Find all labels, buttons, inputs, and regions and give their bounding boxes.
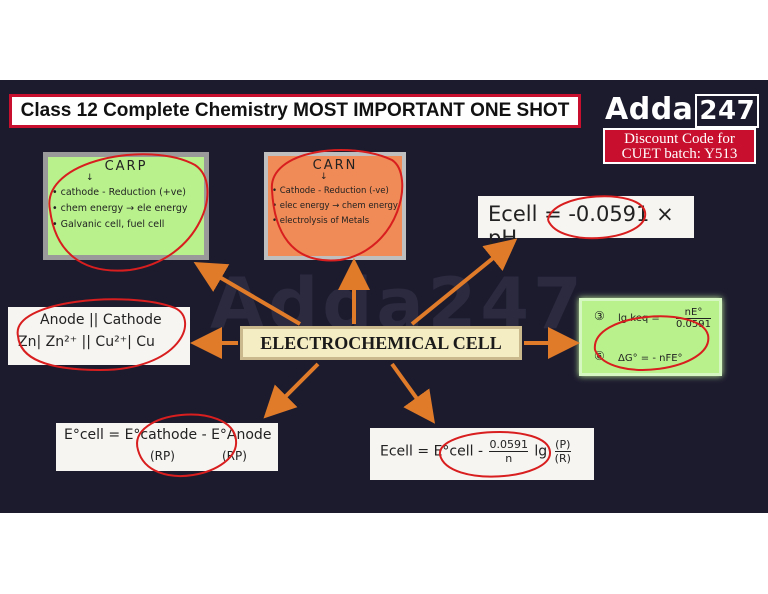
logo-prefix: Adda	[605, 92, 694, 127]
arrow-to-ecell-ph	[410, 238, 518, 326]
nernst-pr-fraction: (P) (R)	[554, 438, 571, 465]
rp-label-1: (RP)	[150, 449, 175, 463]
discount-line-2: CUET batch: Y513	[621, 146, 738, 162]
circle-keq	[593, 315, 710, 371]
gibbs-formula: ΔG° = - nFE°	[618, 353, 683, 364]
anode-cathode-line-1: Anode || Cathode	[40, 312, 162, 328]
carn-arrow: ↓	[320, 172, 328, 182]
anode-cathode-card: Anode || Cathode Zn| Zn²⁺ || Cu²⁺| Cu	[8, 307, 190, 365]
arrow-to-carp	[193, 261, 302, 326]
nernst-card: Ecell = E°cell - 0.0591 n lg (P) (R)	[370, 428, 594, 480]
circle-nernst	[438, 431, 552, 478]
carn-card: CARN ↓ • Cathode - Reduction (-ve) • ele…	[264, 152, 406, 260]
nernst-denominator: n	[505, 452, 513, 465]
nernst-numerator: 0.0591	[489, 438, 528, 452]
nernst-lg: lg	[534, 443, 548, 460]
slide: Adda247 Class 12 Complete Chemistry MOST…	[0, 80, 768, 513]
discount-badge: Discount Code for CUET batch: Y513	[603, 128, 756, 164]
carp-bullet-1: • cathode - Reduction (+ve)	[52, 187, 186, 198]
carn-bullet-3: • electrolysis of Metals	[272, 216, 370, 226]
keq-numerator: nE°	[676, 307, 711, 319]
carn-bullet-1: • Cathode - Reduction (-ve)	[272, 186, 389, 196]
center-topic-text: ELECTROCHEMICAL CELL	[260, 332, 502, 353]
keq-number-1: ③	[594, 309, 605, 323]
logo-suffix: 247	[695, 94, 760, 128]
ecell-standard-card: E°cell = E°cathode - E°Anode (RP) (RP)	[56, 423, 278, 471]
carp-bullet-2: • chem energy → ele energy	[52, 203, 188, 214]
keq-denominator: 0.0591	[676, 319, 711, 330]
nernst-fraction: 0.0591 n	[489, 438, 528, 465]
discount-line-1: Discount Code for	[624, 131, 735, 147]
ecell-standard-formula: E°cell = E°cathode - E°Anode	[64, 427, 272, 443]
arrow-to-nernst	[390, 362, 436, 424]
anode-cathode-line-2: Zn| Zn²⁺ || Cu²⁺| Cu	[18, 334, 155, 350]
nernst-lhs: Ecell = E°cell -	[380, 443, 484, 460]
arrow-to-ecell-standard	[263, 362, 320, 419]
carn-heading: CARN	[312, 158, 358, 173]
annotation-overlay	[16, 149, 710, 478]
circle-ecell-ph	[547, 195, 647, 240]
title-text: Class 12 Complete Chemistry MOST IMPORTA…	[20, 100, 570, 121]
carp-bullet-3: • Galvanic cell, fuel cell	[52, 219, 165, 230]
keq-card: ③ lg keq = nE° 0.0591 ⑥ ΔG° = - nFE°	[579, 298, 722, 376]
carp-arrow: ↓	[86, 173, 94, 183]
circle-ecell-standard	[136, 413, 238, 477]
keq-fraction: nE° 0.0591	[676, 307, 711, 330]
circle-carn	[270, 149, 404, 262]
circle-carp	[48, 153, 209, 272]
circle-anode	[16, 298, 186, 372]
carp-heading: CARP	[104, 159, 148, 174]
nernst-r: (R)	[554, 452, 571, 465]
title-banner: Class 12 Complete Chemistry MOST IMPORTA…	[9, 94, 581, 128]
center-topic-box: ELECTROCHEMICAL CELL	[240, 326, 522, 360]
nernst-p: (P)	[554, 438, 571, 452]
